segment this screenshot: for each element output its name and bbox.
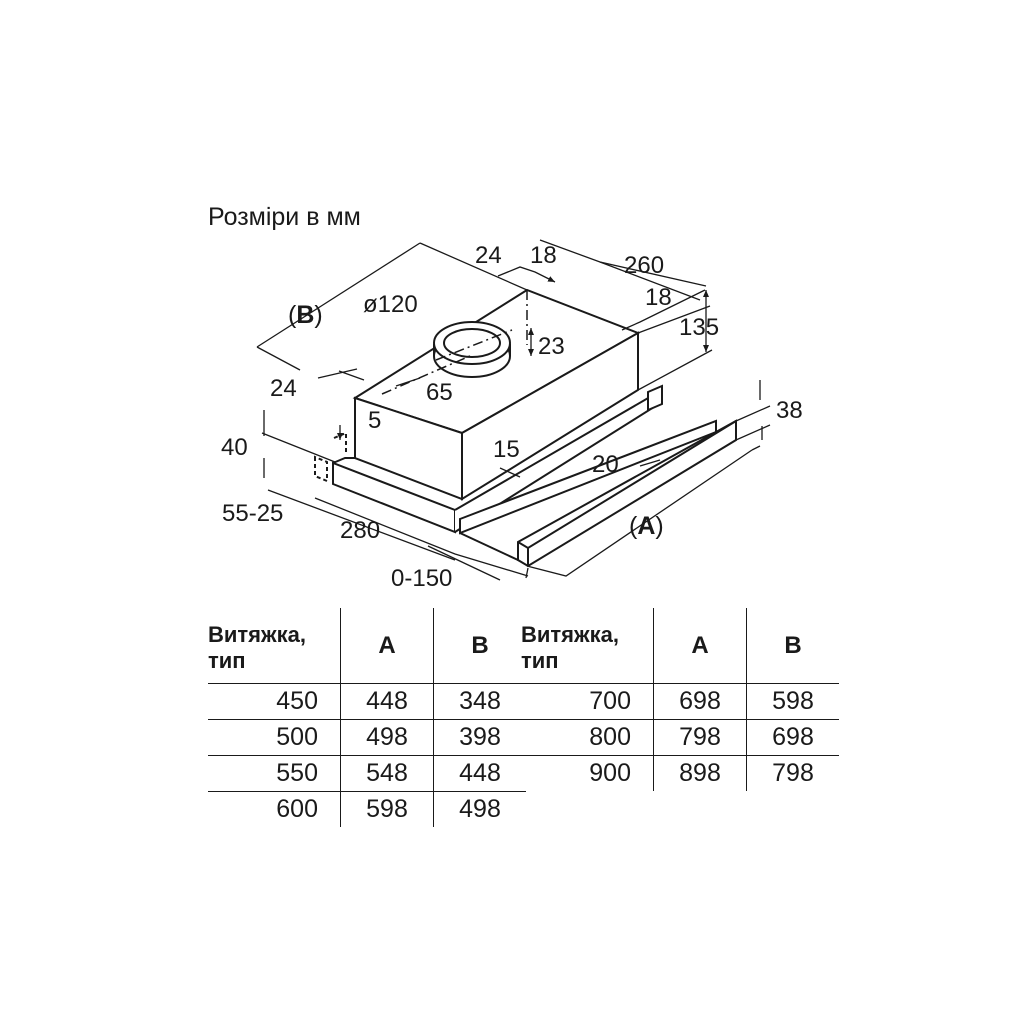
- header-type: Витяжка,тип: [208, 621, 306, 673]
- center-lines: [381, 290, 528, 395]
- table-row: 700 698 598: [521, 683, 839, 720]
- table-row: 600 598 498: [208, 791, 526, 827]
- dim-23: 23: [538, 333, 565, 360]
- cell-a: 798: [653, 719, 747, 756]
- dim-135: 135: [679, 314, 719, 341]
- dim-15: 15: [493, 436, 520, 463]
- cell-type: 800: [521, 719, 654, 756]
- cell-type: 900: [521, 755, 654, 791]
- cell-b: 348: [433, 683, 526, 720]
- cell-a: 898: [653, 755, 747, 791]
- cell-type: 450: [208, 683, 341, 720]
- dim-55-25: 55-25: [222, 500, 283, 527]
- cell-a: 698: [653, 683, 747, 720]
- dim-65: 65: [426, 379, 453, 406]
- header-type: Витяжка,тип: [521, 621, 619, 673]
- cell-type: 700: [521, 683, 654, 720]
- table-row: 500 498 398: [208, 719, 526, 756]
- header-b: B: [433, 608, 526, 684]
- header-a: A: [340, 608, 434, 684]
- dim-5: 5: [368, 407, 381, 434]
- dim-38: 38: [776, 397, 803, 424]
- cell-a: 548: [340, 755, 434, 792]
- dimension-labels: 24 18 260 18 135 (B) ø120 23 24 65 5 40 …: [221, 242, 803, 592]
- dim-0-150: 0-150: [391, 565, 452, 592]
- dim-24-top: 24: [475, 242, 502, 269]
- page-title: Розміри в мм: [208, 203, 361, 231]
- dim-a-label: (A): [629, 512, 664, 540]
- cell-type: 550: [208, 755, 341, 792]
- dim-40: 40: [221, 434, 248, 461]
- cell-b: 698: [746, 719, 839, 756]
- dim-120: ø120: [363, 291, 418, 318]
- size-table-left: Витяжка,тип A B 450 448 348 500 498 398 …: [208, 608, 526, 827]
- table-row: 800 798 698: [521, 719, 839, 756]
- dim-280: 280: [340, 517, 380, 544]
- cell-a: 598: [340, 791, 434, 827]
- cell-type: 600: [208, 791, 341, 827]
- dim-24-left: 24: [270, 375, 297, 402]
- dim-b-label: (B): [288, 301, 323, 329]
- table-row: 900 898 798: [521, 755, 839, 791]
- cell-b: 798: [746, 755, 839, 791]
- cell-a: 498: [340, 719, 434, 756]
- dim-18-top: 18: [530, 242, 557, 269]
- cell-b: 598: [746, 683, 839, 720]
- header-b: B: [746, 608, 839, 684]
- cell-type: 500: [208, 719, 341, 756]
- cell-a: 448: [340, 683, 434, 720]
- header-a: A: [653, 608, 747, 684]
- dim-18-right: 18: [645, 284, 672, 311]
- table-row: 450 448 348: [208, 683, 526, 720]
- size-table-right: Витяжка,тип A B 700 698 598 800 798 698 …: [521, 608, 839, 791]
- cell-b: 398: [433, 719, 526, 756]
- cell-b: 498: [433, 791, 526, 827]
- exhaust-collar: [433, 321, 511, 378]
- dim-260: 260: [624, 252, 664, 279]
- dimension-lines: [256, 239, 771, 581]
- dim-20: 20: [592, 451, 619, 478]
- table-row: 550 548 448: [208, 755, 526, 792]
- cell-b: 448: [433, 755, 526, 792]
